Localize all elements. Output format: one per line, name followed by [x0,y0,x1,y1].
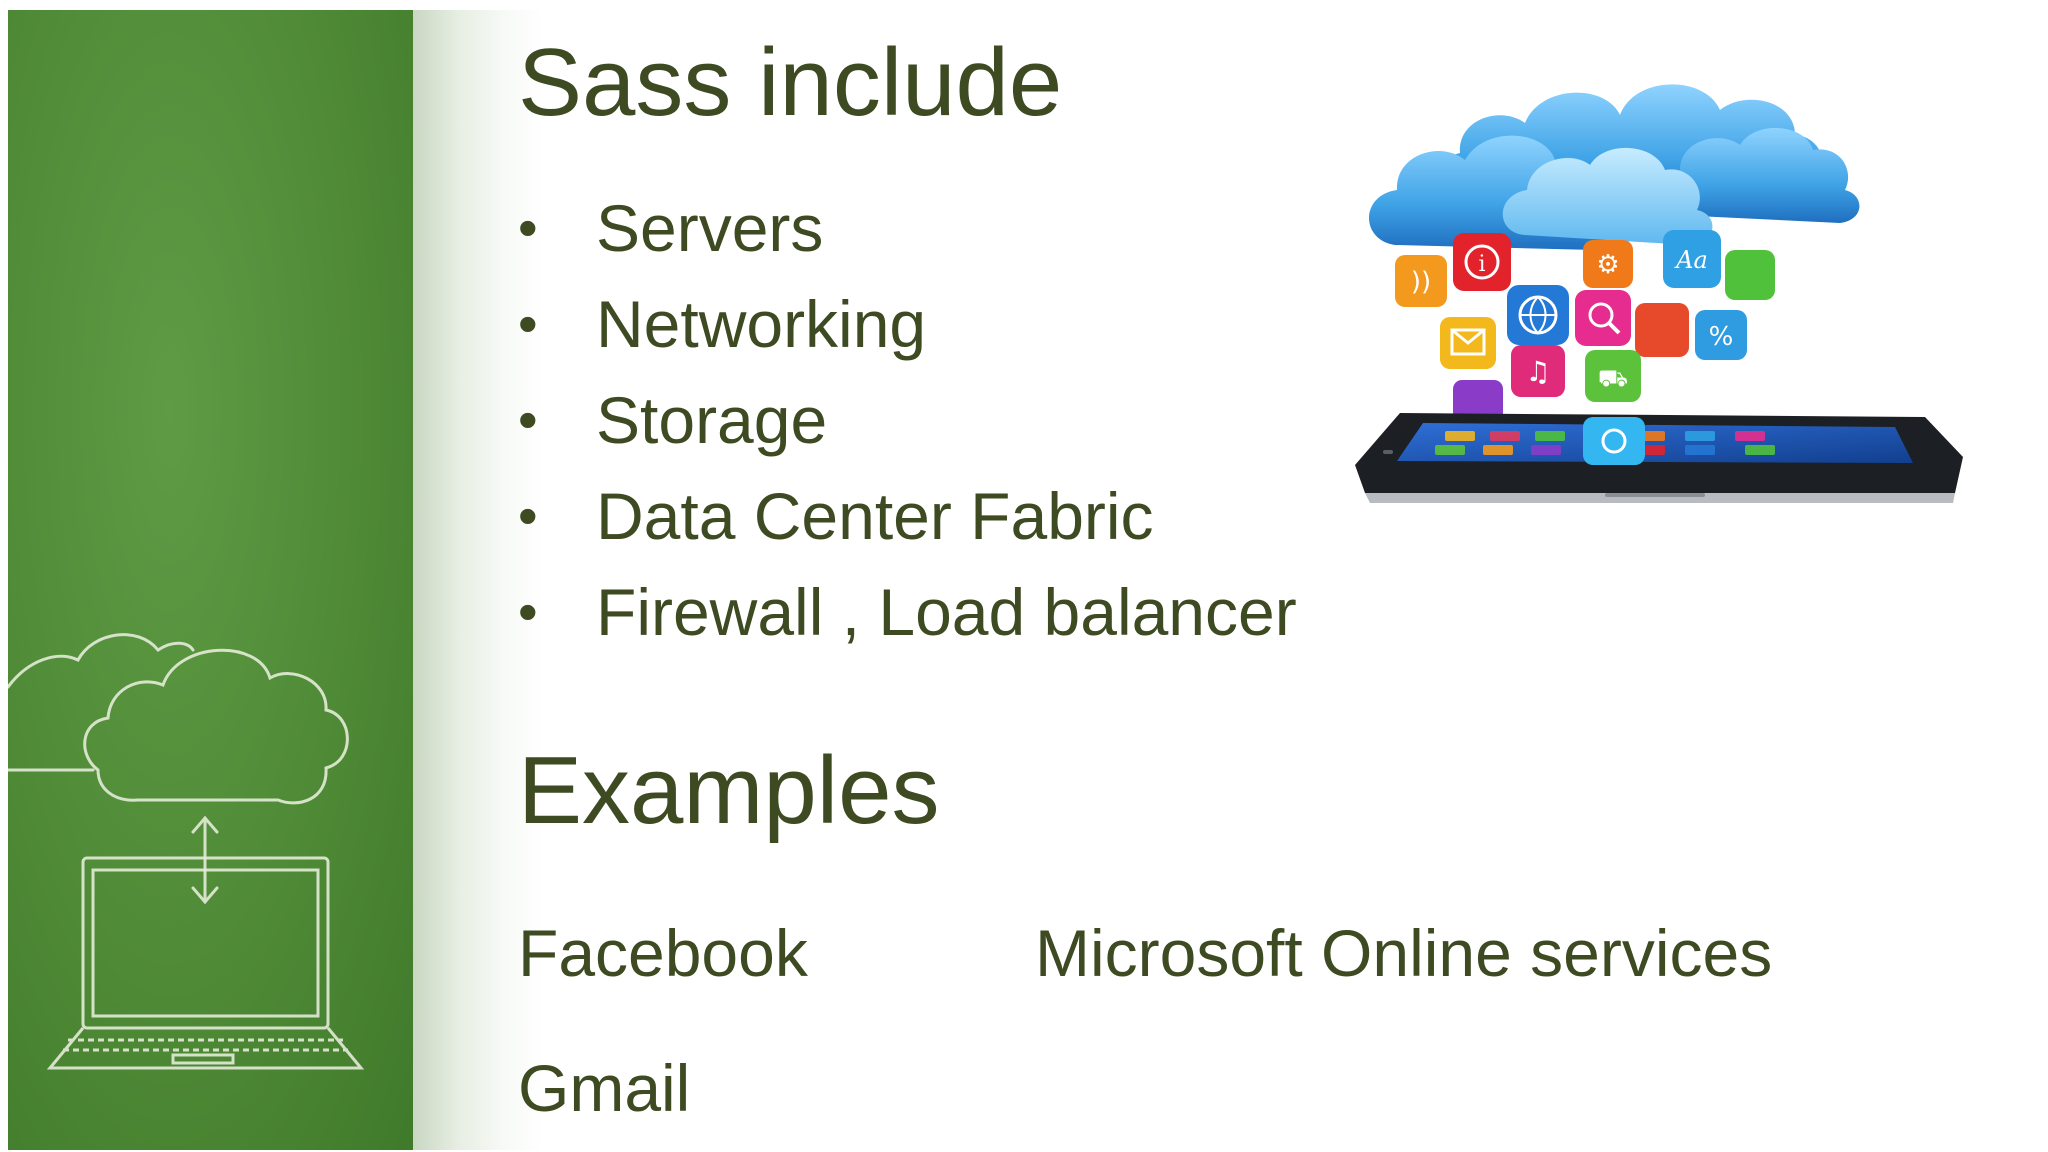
bullet-list: • Servers • Networking • Storage • Data Cent… [518,180,1297,660]
gear-app-icon: ⚙ [1583,240,1633,288]
panel-fade [413,10,543,1150]
svg-text:⛟: ⛟ [1598,364,1628,392]
globe-app-icon [1507,285,1569,345]
music-app-icon: ♫ [1511,345,1565,397]
example-gmail: Gmail [518,1051,691,1125]
chalk-cloud-icon [8,633,349,805]
slide-title: Sass include [518,29,1063,136]
cloud-apps-illustration: )) i ⚙ Aa % ♫ ⛟ [1355,84,1963,503]
bullet-dot: • [518,580,538,643]
bullet-label: Data Center Fabric [596,479,1154,553]
bullet-item: • Networking [518,276,1297,372]
example-facebook: Facebook [518,916,808,990]
camera-app-icon [1583,417,1645,465]
cart-app-icon: ⛟ [1585,350,1641,402]
cloud-icon [1368,84,1860,250]
search-app-icon [1575,290,1631,346]
bullet-dot: • [518,196,538,259]
font-app-icon: Aa [1663,230,1721,288]
bullet-dot: • [518,292,538,355]
unlock-app-icon [1635,303,1689,357]
bullet-label: Firewall , Load balancer [596,575,1297,649]
example-microsoft-online-services: Microsoft Online services [1035,916,1773,990]
bullet-dot: • [518,388,538,451]
bullet-label: Servers [596,191,824,265]
svg-text:)): )) [1411,267,1431,297]
svg-text:⚙: ⚙ [1596,250,1619,280]
bullet-dot: • [518,484,538,547]
mail-app-icon [1440,317,1496,369]
smartphone-icon [1355,413,1963,503]
green-app-icon [1725,250,1775,300]
percent-app-icon: % [1695,310,1747,360]
chalkboard-panel [8,10,413,1150]
examples-heading: Examples [518,737,940,844]
rss-app-icon: )) [1395,255,1447,307]
svg-text:%: % [1709,322,1734,352]
bullet-label: Networking [596,287,927,361]
chalk-laptop-icon [46,856,365,1070]
info-app-icon: i [1453,233,1511,291]
svg-text:i: i [1478,252,1485,277]
svg-text:Aa: Aa [1674,246,1708,274]
bullet-label: Storage [596,383,828,457]
bullet-item: • Storage [518,372,1297,468]
chalk-double-arrow-icon [191,815,219,905]
svg-text:♫: ♫ [1525,355,1550,388]
bullet-item: • Servers [518,180,1297,276]
bullet-item: • Data Center Fabric [518,468,1297,564]
bullet-item: • Firewall , Load balancer [518,564,1297,660]
